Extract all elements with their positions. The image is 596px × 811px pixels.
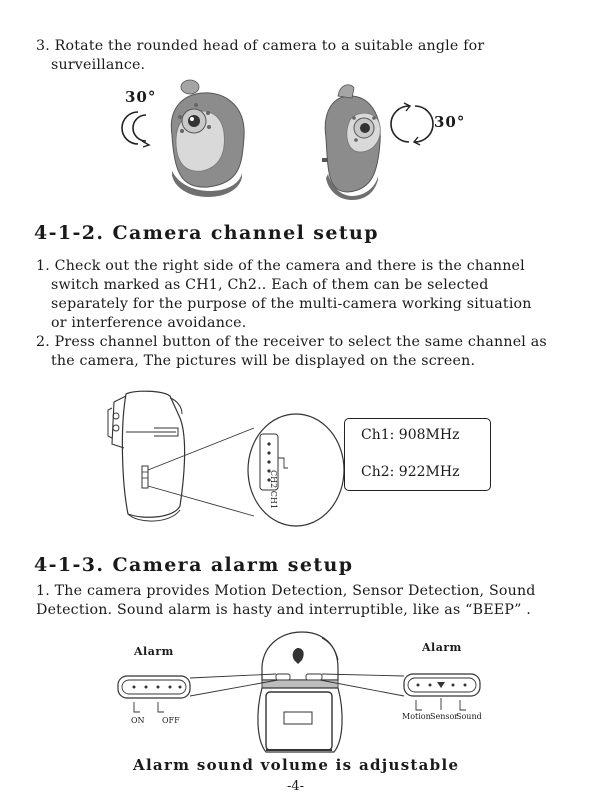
alarm-text-line1: 1. The camera provides Motion Detection,… (36, 583, 536, 599)
section-412-heading: 4-1-2. Camera channel setup (34, 222, 379, 244)
ch1-frequency: Ch1: 908MHz (361, 427, 460, 443)
page-number: -4- (287, 779, 305, 794)
camera-right-illustration (322, 84, 381, 200)
sound-label: Sound (456, 712, 482, 721)
ch2-frequency: Ch2: 922MHz (361, 464, 460, 480)
camera-left-illustration (170, 79, 245, 197)
section-413-heading: 4-1-3. Camera alarm setup (34, 554, 354, 576)
alarm-text-line2: Detection. Sound alarm is hasty and inte… (36, 602, 531, 618)
motion-label: Motion (402, 712, 431, 721)
angle-left-label: 30° (125, 88, 157, 106)
alarm-diagram-illustration (117, 631, 481, 753)
alarm-label-right: Alarm (422, 641, 462, 654)
frequency-box: Ch1: 908MHz Ch2: 922MHz (344, 418, 491, 491)
sensor-label: Sensor (430, 712, 459, 721)
rotate-both-ways-icon (390, 102, 434, 146)
item1-line4: or interference avoidance. (51, 315, 247, 331)
step3-line1: 3. Rotate the rounded head of camera to … (36, 38, 485, 54)
step3-line2: surveillance. (51, 57, 146, 73)
rotate-left-arrow-icon (121, 111, 151, 148)
camera-side-illustration (107, 390, 345, 527)
item1-line1: 1. Check out the right side of the camer… (36, 258, 525, 274)
item2-line1: 2. Press channel button of the receiver … (36, 334, 547, 350)
channel-switch-label: CH2 CH1 (269, 470, 278, 509)
angle-right-label: 30° (434, 113, 466, 131)
alarm-volume-title: Alarm sound volume is adjustable (133, 756, 460, 774)
item1-line2: switch marked as CH1, Ch2.. Each of them… (51, 277, 489, 293)
item2-line2: the camera, The pictures will be display… (51, 353, 476, 369)
alarm-label-left: Alarm (134, 645, 174, 658)
off-label: OFF (162, 716, 180, 725)
item1-line3: separately for the purpose of the multi-… (51, 296, 532, 312)
on-label: ON (131, 716, 145, 725)
